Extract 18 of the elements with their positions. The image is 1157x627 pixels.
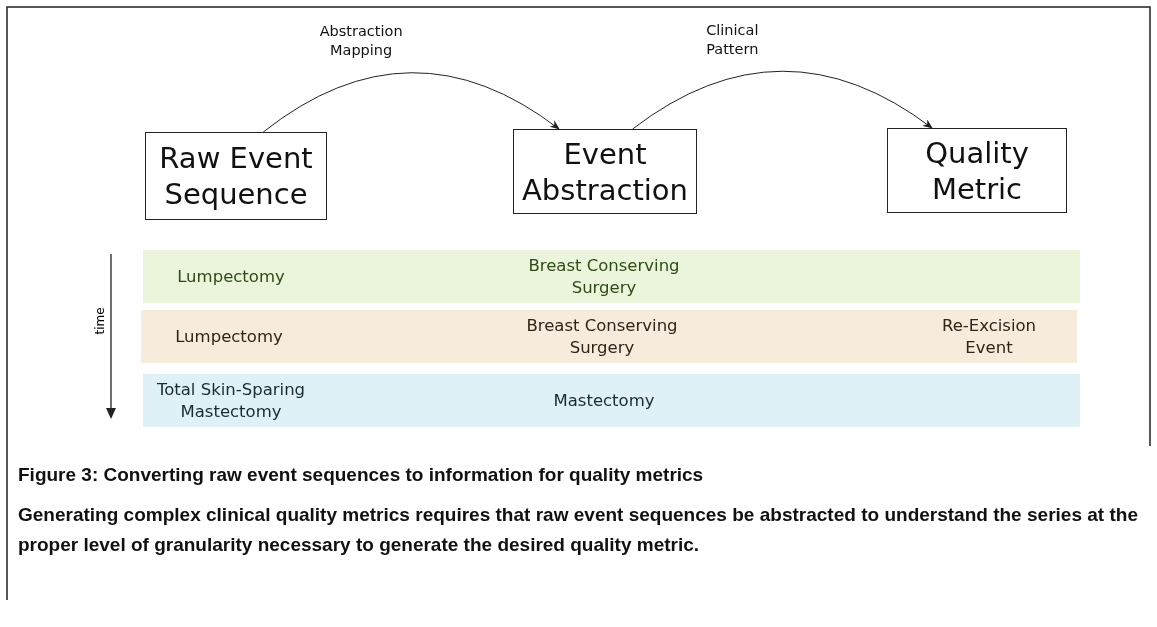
event-text: Breast Conserving Surgery [525,314,679,359]
curved-arrow [632,70,933,130]
timeline-band [141,310,1077,363]
event-text: Mastectomy [552,389,656,412]
figure-caption: Figure 3: Converting raw event sequences to information for quality metrics [18,464,704,486]
process-box: Quality Metric [887,128,1067,213]
process-box: Raw Event Sequence [145,132,327,220]
event-text: Total Skin-Sparing Mastectomy [155,378,307,423]
event-text: Lumpectomy [174,325,284,348]
process-box: Event Abstraction [513,129,697,214]
caption-paragraph: Generating complex clinical quality metrics requires that raw event sequences be abstracted to understand the series at the proper level of granularity necessary to generate the desired quality metric. [18,503,1138,557]
timeline-band [143,250,1080,303]
event-text: Breast Conserving Surgery [527,254,681,299]
event-text: Re-Excision Event [940,314,1038,359]
event-text: Lumpectomy [176,265,286,288]
timeline-band [143,374,1080,427]
axis-label: time [93,306,107,337]
curved-arrow [262,72,560,133]
